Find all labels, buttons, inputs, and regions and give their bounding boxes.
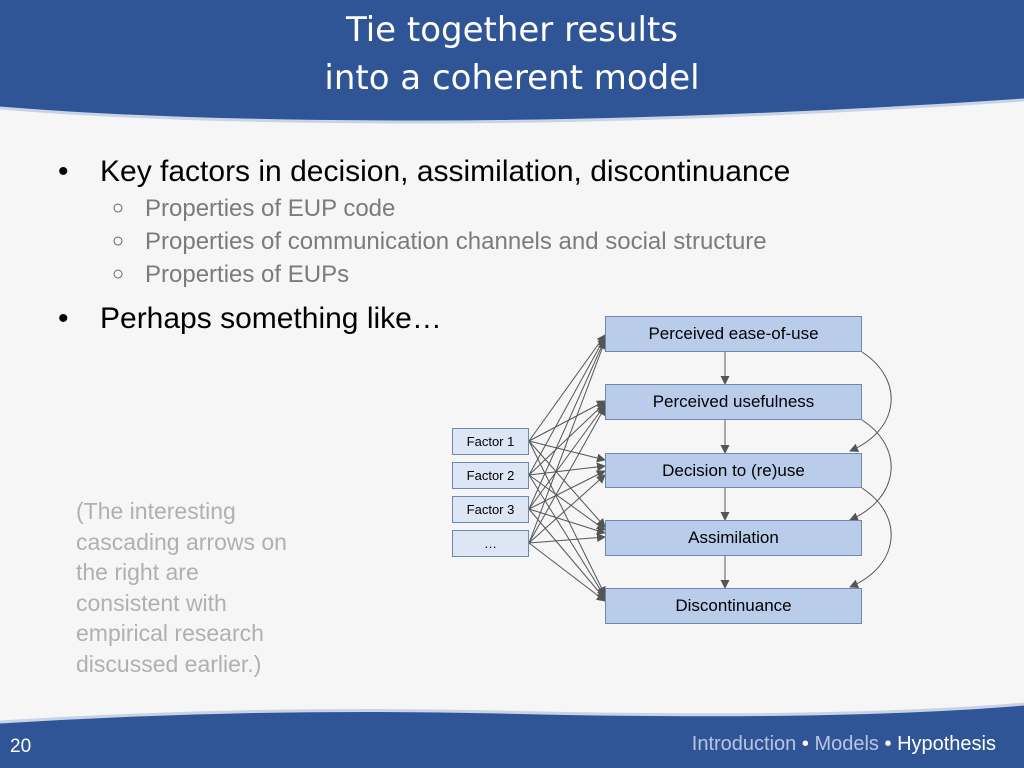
breadcrumb-item-introduction[interactable]: Introduction: [691, 733, 797, 755]
bullet-item: • Perhaps something like…: [58, 299, 958, 339]
cascading-arrows: [849, 351, 892, 589]
stage-box-usefulness: Perceived usefulness: [605, 384, 862, 420]
breadcrumb-item-hypothesis[interactable]: Hypothesis: [897, 733, 996, 755]
title-line-1: Tie together results: [345, 10, 678, 50]
page-number: 20: [10, 736, 32, 757]
stage-box-ease-of-use: Perceived ease-of-use: [605, 316, 862, 352]
breadcrumb-separator: •: [884, 733, 892, 755]
bullet-text: Perhaps something like…: [100, 302, 442, 335]
title-line-2: into a coherent model: [324, 58, 700, 98]
sub-bullet-text: Properties of EUPs: [145, 261, 350, 288]
sub-bullet-item: ○ Properties of communication channels a…: [58, 225, 958, 258]
sub-bullet-item: ○ Properties of EUPs: [58, 258, 958, 291]
slide-title: Tie together results into a coherent mod…: [0, 6, 1024, 102]
stage-box-decision: Decision to (re)use: [605, 453, 862, 488]
sub-bullet-item: ○ Properties of EUP code: [58, 192, 958, 225]
stage-box-assimilation: Assimilation: [605, 520, 862, 556]
side-note: (The interesting cascading arrows on the…: [76, 498, 287, 677]
circle-bullet-icon: ○: [112, 263, 125, 285]
breadcrumb: Introduction • Models • Hypothesis: [692, 733, 996, 756]
circle-bullet-icon: ○: [112, 197, 125, 219]
factor-box: Factor 3: [452, 496, 529, 523]
factor-arrows: [528, 334, 607, 602]
breadcrumb-separator: •: [801, 733, 809, 755]
breadcrumb-item-models[interactable]: Models: [814, 733, 879, 755]
bullet-dot-icon: •: [58, 155, 69, 188]
bullet-dot-icon: •: [58, 302, 69, 335]
factor-box: Factor 2: [452, 462, 529, 489]
bullet-item: • Key factors in decision, assimilation,…: [58, 152, 958, 192]
sub-bullet-text: Properties of communication channels and…: [145, 228, 767, 255]
sub-bullet-text: Properties of EUP code: [145, 195, 396, 222]
bullet-list: • Key factors in decision, assimilation,…: [58, 152, 958, 339]
header-band: [0, 0, 1024, 124]
factor-box: …: [452, 530, 529, 557]
stage-box-discontinuance: Discontinuance: [605, 588, 862, 624]
bullet-text: Key factors in decision, assimilation, d…: [100, 155, 791, 188]
footer-band: [0, 702, 1024, 768]
factor-box: Factor 1: [452, 428, 529, 455]
circle-bullet-icon: ○: [112, 230, 125, 252]
